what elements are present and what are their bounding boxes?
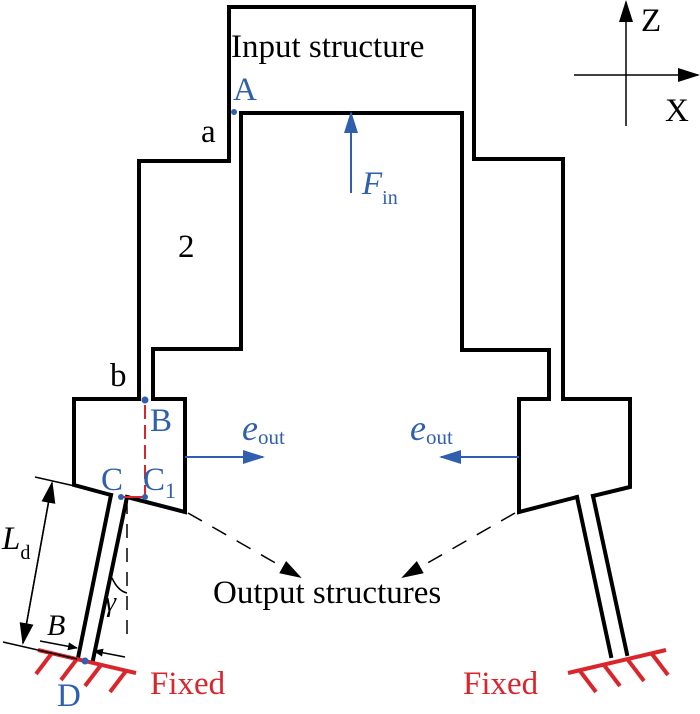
leg-width-label: B <box>47 609 65 642</box>
output-dir-right-main: e <box>410 408 426 448</box>
point-c1-subscript: 1 <box>165 478 176 503</box>
point-d-label: D <box>57 678 81 714</box>
right-inner-step <box>460 343 551 401</box>
left-leg-inner <box>90 494 130 663</box>
leg-length-subscript: d <box>20 542 30 564</box>
hinge-b-label: b <box>110 358 127 394</box>
output-direction-label-left: eout <box>242 408 285 449</box>
point-c1-main: C <box>143 462 165 498</box>
fixed-label-left: Fixed <box>150 666 226 702</box>
output-dir-left-main: e <box>242 408 258 448</box>
point-c-marker <box>118 494 124 500</box>
point-b-marker <box>141 396 149 404</box>
construction-lines <box>121 405 146 498</box>
hinge-a-label: a <box>201 114 216 150</box>
input-force-subscript: in <box>382 187 398 209</box>
output-pointer-right <box>401 512 516 578</box>
right-outer-arm <box>472 156 565 401</box>
leg-length-label: Ld <box>1 521 30 564</box>
point-b-label: B <box>150 403 172 439</box>
leg-length-dimension <box>2 476 111 660</box>
point-c1-marker <box>142 494 148 500</box>
tilt-angle-annotation <box>111 500 128 640</box>
output-dir-left-subscript: out <box>258 425 285 449</box>
point-d-marker <box>81 657 89 665</box>
fixed-support-right <box>567 648 670 694</box>
input-force-main: F <box>361 166 383 202</box>
coordinate-axes <box>574 0 700 126</box>
key-points <box>81 109 237 665</box>
input-force-label: Fin <box>361 166 398 209</box>
mechanism-structure <box>72 5 632 663</box>
left-inner-step <box>151 343 243 401</box>
region-number-label: 2 <box>178 229 195 265</box>
point-a-label: A <box>233 72 257 108</box>
z-axis-label: Z <box>641 3 661 39</box>
output-direction-label-right: eout <box>410 408 453 449</box>
right-output-block <box>517 397 632 515</box>
point-c-label: C <box>101 462 123 498</box>
leg-width-dimension <box>39 640 126 658</box>
input-structure-outline <box>227 5 476 160</box>
tilt-angle-label: γ <box>105 587 117 618</box>
leg-length-main: L <box>1 521 20 557</box>
point-a-marker <box>231 109 237 115</box>
point-c1-label: C1 <box>143 462 176 503</box>
input-structure-label: Input structure <box>231 29 424 65</box>
output-dir-right-subscript: out <box>426 425 453 449</box>
x-axis-label: X <box>665 93 689 129</box>
left-outer-arm <box>137 106 231 401</box>
output-structures-label: Output structures <box>213 575 441 611</box>
right-leg-outer <box>574 494 614 659</box>
right-leg-inner <box>590 493 630 657</box>
output-pointer-left <box>187 512 302 578</box>
fixed-label-right: Fixed <box>463 666 539 702</box>
left-leg-outer <box>75 492 114 661</box>
